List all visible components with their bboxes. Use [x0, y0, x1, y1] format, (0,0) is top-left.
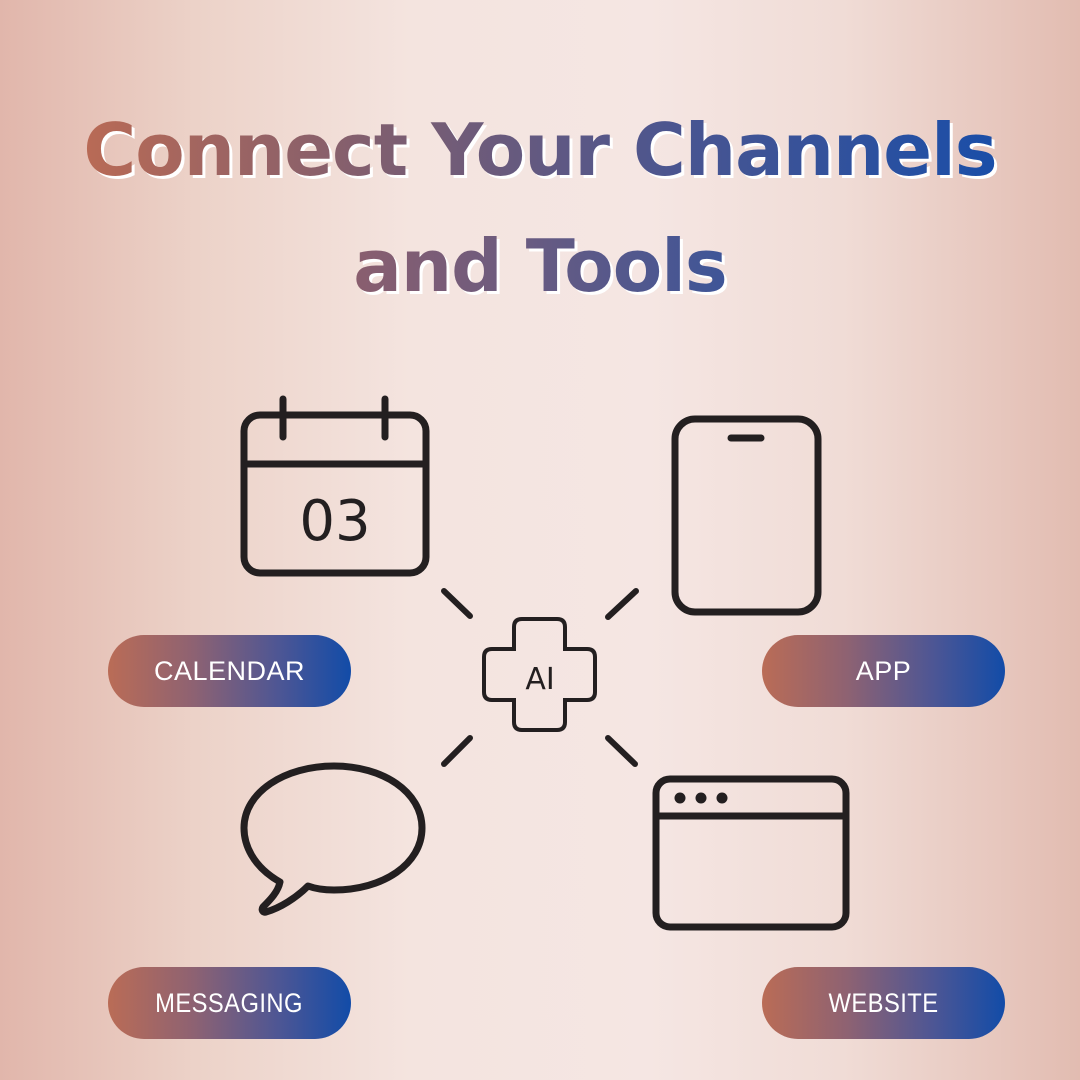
calendar-date-text: 03: [299, 489, 370, 554]
speech-bubble-icon: [240, 762, 430, 922]
calendar-icon: 03: [240, 395, 430, 580]
calendar-button[interactable]: CALENDAR: [108, 635, 351, 707]
messaging-label: MESSAGING: [155, 987, 304, 1018]
calendar-label: CALENDAR: [153, 655, 306, 686]
ai-label: AI: [525, 662, 554, 697]
app-button[interactable]: APP: [762, 635, 1005, 707]
ai-plus-icon: AI: [480, 616, 600, 734]
page-title: Connect Your Channels and Tools: [0, 92, 1080, 324]
website-button[interactable]: WEBSITE: [762, 967, 1005, 1039]
browser-window-icon: [652, 775, 850, 931]
messaging-button[interactable]: MESSAGING: [108, 967, 351, 1039]
app-label: APP: [855, 655, 912, 686]
connector-lines: [430, 580, 650, 780]
mobile-app-icon: [670, 415, 822, 616]
website-label: WEBSITE: [828, 987, 939, 1018]
title-line-2: and Tools: [353, 224, 727, 308]
title-line-1: Connect Your Channels: [83, 108, 997, 192]
